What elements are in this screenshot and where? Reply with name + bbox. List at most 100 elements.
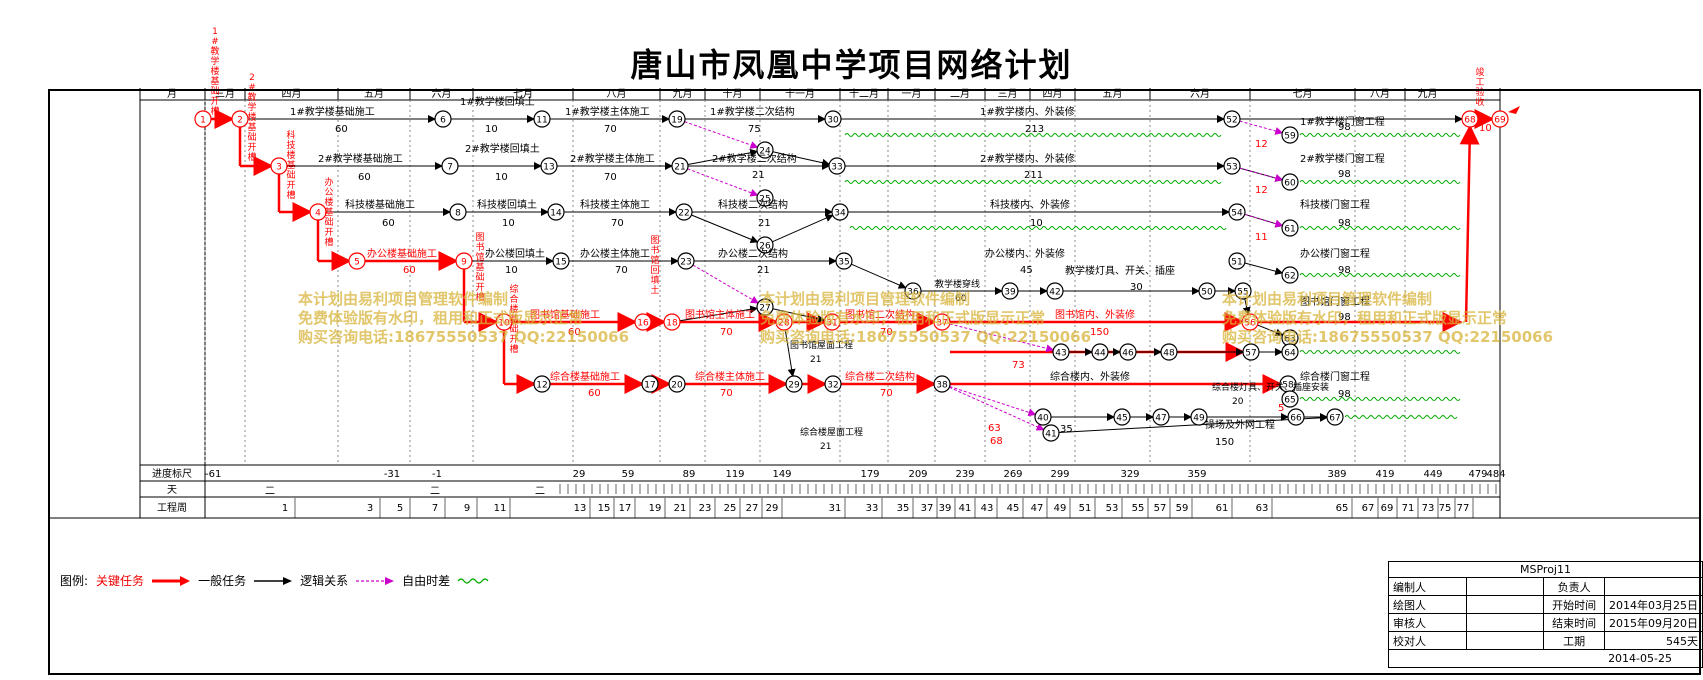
float-label: 63 <box>988 423 1001 434</box>
activity-duration: 60 <box>335 124 348 135</box>
activity-label: 科技楼基础施工 <box>345 198 415 211</box>
node-label: 67 <box>1329 414 1340 424</box>
normal-arrow-icon <box>254 576 293 585</box>
activity-duration: 60 <box>955 294 967 304</box>
network-node <box>1228 203 1246 221</box>
node-label: 69 <box>1494 116 1506 126</box>
vertical-char: 楼 <box>286 149 295 161</box>
network-node <box>1281 173 1299 191</box>
network-node <box>1461 110 1479 128</box>
float-label: 5 <box>1278 403 1284 414</box>
activity-label: 2#教学楼内、外装修 <box>980 152 1075 165</box>
activity-duration: 70 <box>880 388 893 399</box>
node-label: 26 <box>759 242 771 252</box>
node-label: 39 <box>1004 288 1016 298</box>
activity-label: 图书馆屋面工程 <box>790 339 853 351</box>
node-label: 66 <box>1290 414 1302 424</box>
vertical-char: 槽 <box>475 291 484 303</box>
logic-arrow <box>1244 213 1284 228</box>
week-number: 33 <box>866 503 879 514</box>
vertical-char: 基 <box>247 121 256 133</box>
week-number: 53 <box>1106 503 1119 514</box>
node-label: 45 <box>1116 414 1127 424</box>
vertical-char: 回 <box>650 265 659 276</box>
node-label: 42 <box>1049 288 1060 298</box>
vertical-char: 验 <box>1475 86 1484 98</box>
node-label: 52 <box>1226 116 1237 126</box>
task-arrow <box>1257 324 1284 337</box>
month-label: 六月 <box>1190 88 1210 100</box>
vertical-char: 础 <box>286 169 295 181</box>
info-value <box>1466 631 1545 650</box>
vertical-char: 础 <box>247 131 256 143</box>
node-label: 37 <box>936 319 947 329</box>
activity-duration: 98 <box>1338 265 1351 276</box>
task-arrow <box>772 214 834 243</box>
plan-frame <box>48 89 1701 675</box>
task-arrow <box>1244 262 1284 276</box>
week-number: 71 <box>1402 503 1415 514</box>
week-number: 49 <box>1054 503 1067 514</box>
network-node <box>441 157 459 175</box>
activity-label: 办公楼二次结构 <box>718 247 788 260</box>
activity-duration: 21 <box>810 355 821 365</box>
week-number: 61 <box>1216 503 1229 514</box>
network-node <box>1242 343 1260 361</box>
info-value <box>1466 595 1545 614</box>
node-label: 12 <box>536 381 547 391</box>
float-wave-icon <box>457 577 489 584</box>
activity-duration: 98 <box>1338 169 1351 180</box>
task-arrow <box>679 305 759 322</box>
network-node <box>1223 110 1241 128</box>
info-value <box>1466 613 1545 632</box>
activity-duration: 70 <box>604 124 617 135</box>
activity-duration: 30 <box>1130 282 1143 293</box>
network-node <box>533 375 551 393</box>
node-label: 59 <box>1284 132 1296 142</box>
network-node <box>904 282 922 300</box>
network-node <box>231 110 249 128</box>
activity-label: 2#教学楼回填土 <box>465 142 540 155</box>
activity-label: 科技楼主体施工 <box>580 198 650 211</box>
vertical-char: 础 <box>210 85 219 97</box>
network-node <box>1034 408 1052 426</box>
activity-duration: 10 <box>485 124 498 135</box>
node-label: 57 <box>1245 349 1256 359</box>
node-label: 64 <box>1284 349 1296 359</box>
activity-label: 科技楼内、外装修 <box>990 198 1070 211</box>
activity-label: 图书馆基础施工 <box>530 308 600 321</box>
activity-label: 1#教学楼基础施工 <box>290 105 375 118</box>
week-number: 29 <box>766 503 779 514</box>
node-label: 38 <box>936 381 948 391</box>
month-label: 八月 <box>607 88 627 100</box>
week-number: 77 <box>1457 503 1470 514</box>
activity-label: 1#教学楼回填土 <box>460 95 535 108</box>
scale-tick: 119 <box>725 469 744 480</box>
vertical-char: 槽 <box>247 151 256 163</box>
month-label: 四月 <box>282 88 302 100</box>
scale-tick: 179 <box>860 469 879 480</box>
node-label: 46 <box>1122 349 1134 359</box>
float-wave <box>1299 133 1461 137</box>
vertical-char: 楼 <box>210 65 219 77</box>
network-node <box>933 313 951 331</box>
activity-duration: 70 <box>611 218 624 229</box>
logic-arrow <box>684 121 759 149</box>
vertical-char: 楼 <box>324 196 333 208</box>
info-key: 校对人 <box>1387 631 1468 650</box>
activity-duration: 60 <box>588 388 601 399</box>
activity-label: 办公楼回填土 <box>485 247 545 260</box>
legend-logic: 逻辑关系 <box>300 574 349 588</box>
node-label: 15 <box>555 258 566 268</box>
float-wave <box>844 180 1222 184</box>
network-node <box>668 110 686 128</box>
vertical-char: 公 <box>324 187 333 198</box>
scale-tick: -61 <box>205 469 221 480</box>
